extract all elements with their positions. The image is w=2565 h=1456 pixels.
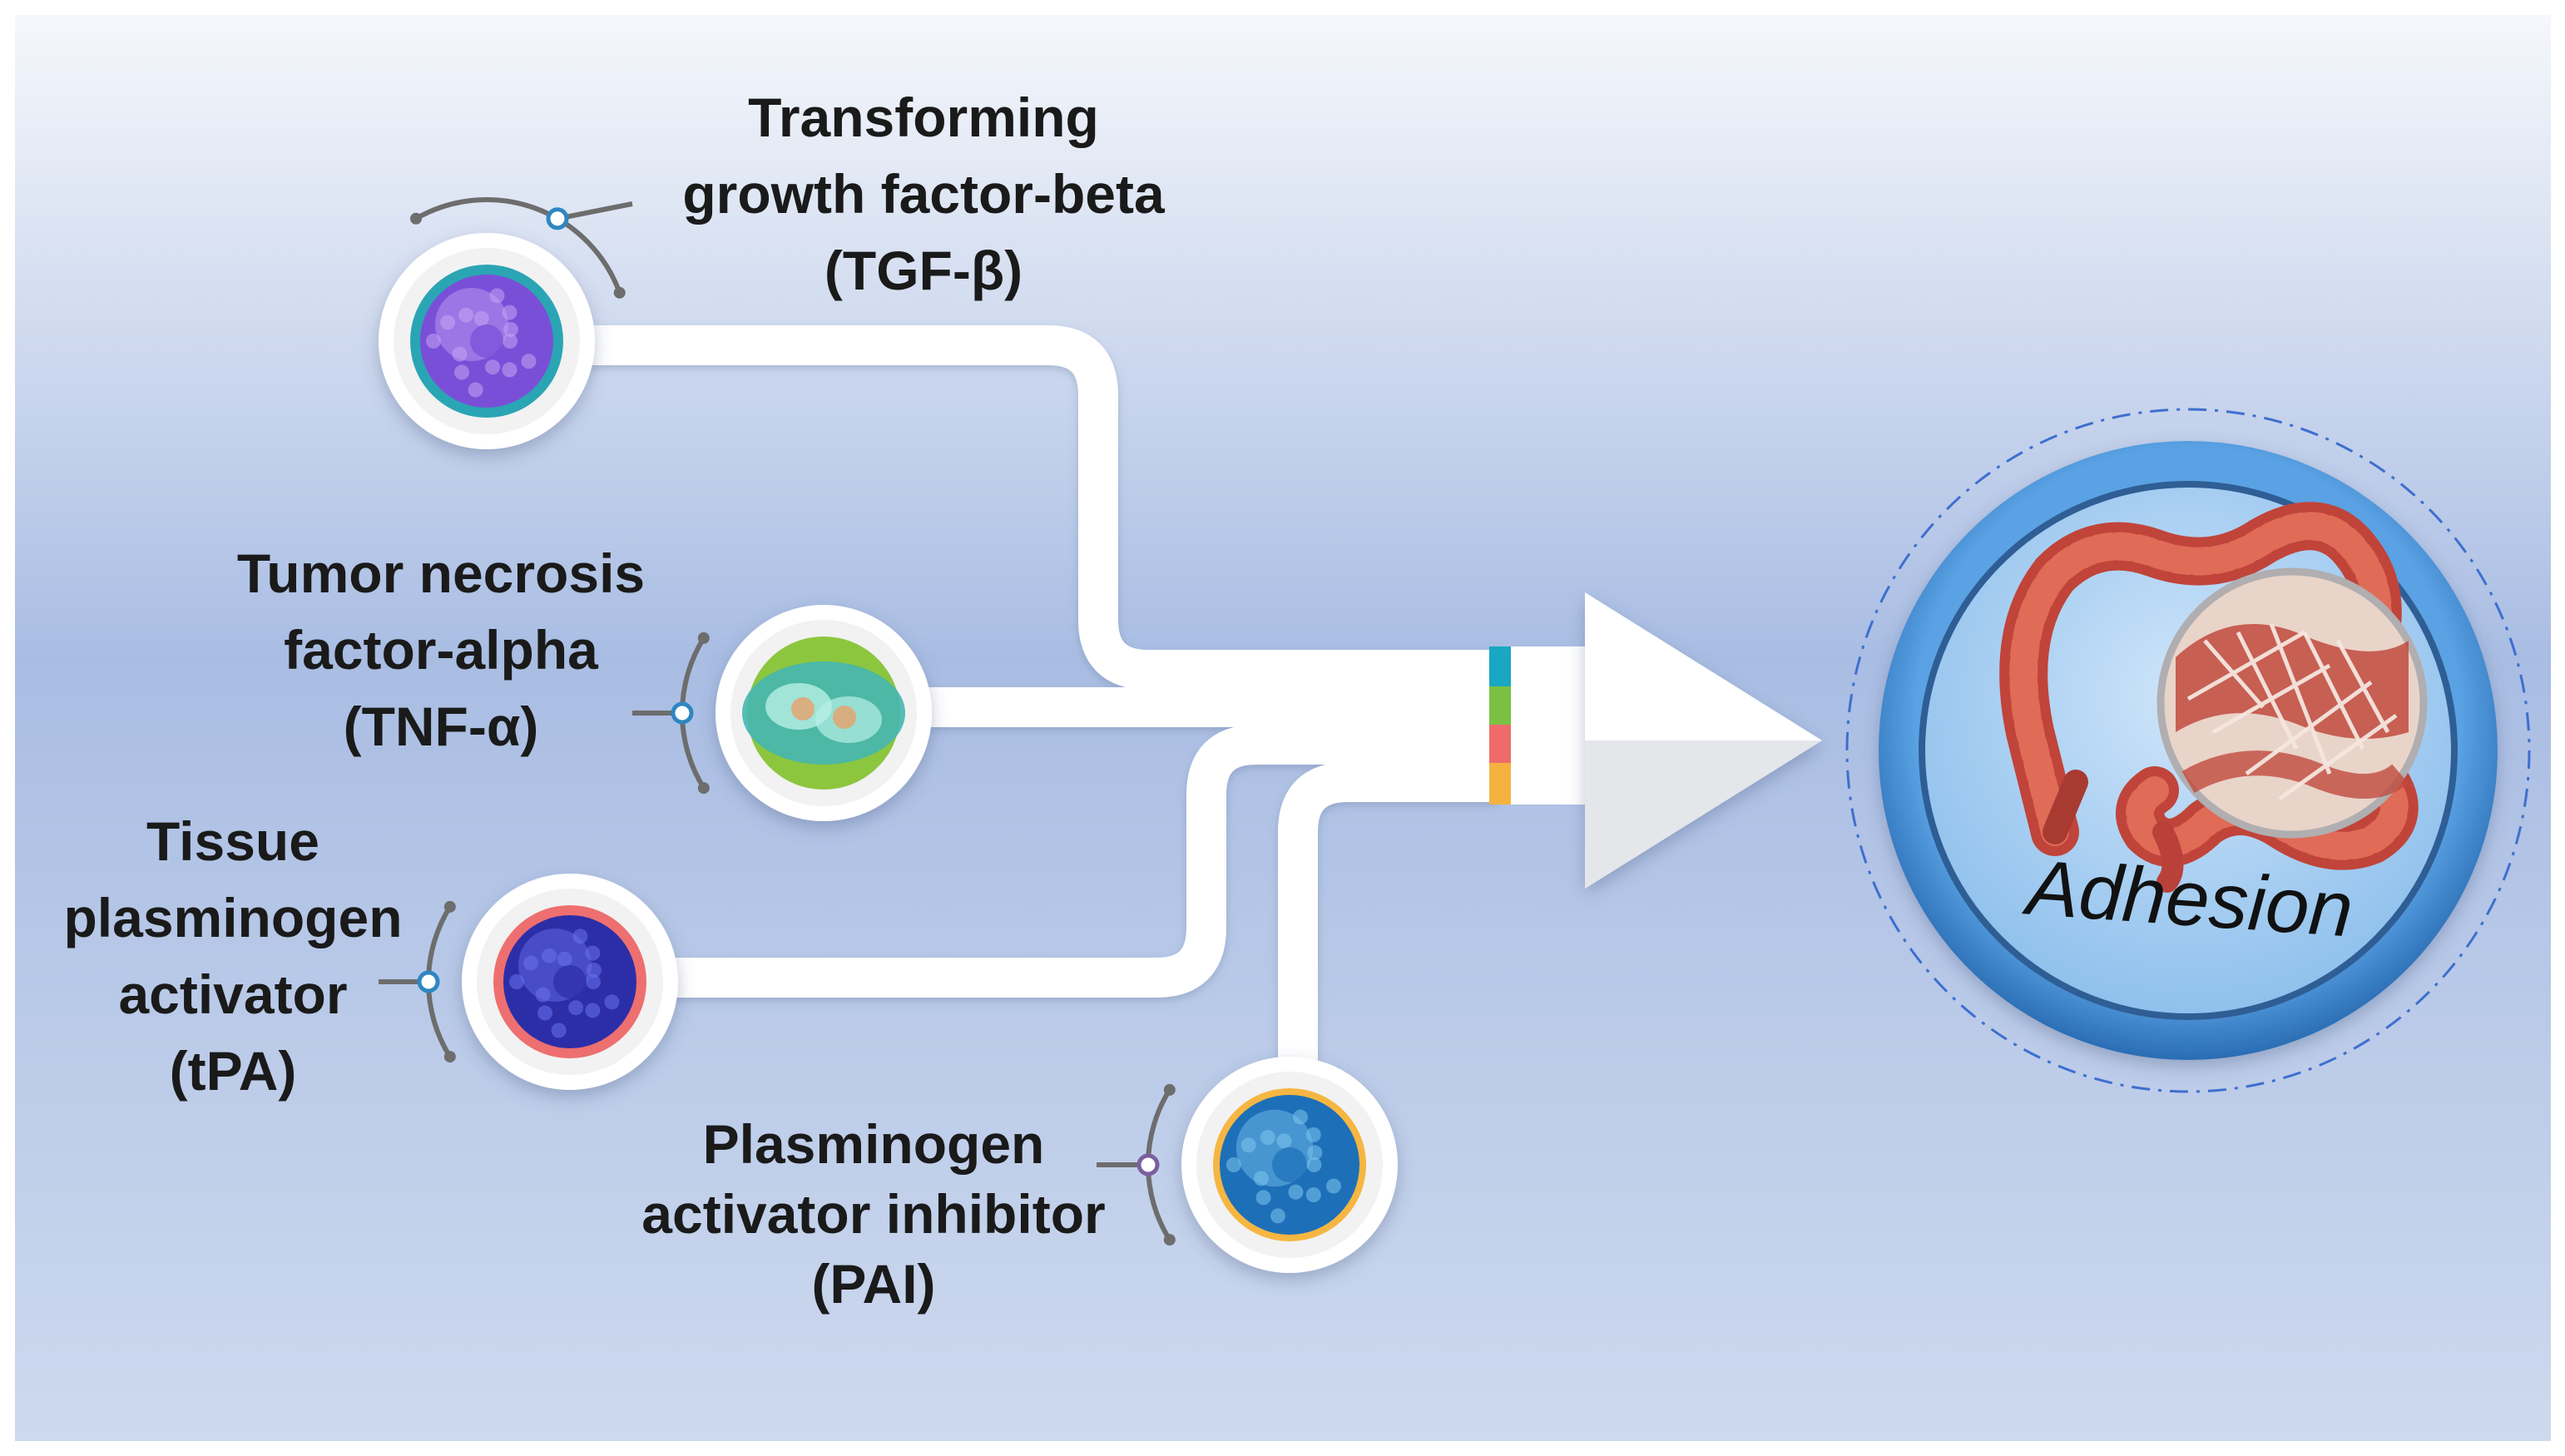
stripe-tgf xyxy=(1489,646,1511,686)
label-line: Plasminogen xyxy=(702,1113,1045,1175)
bracket-connector-dot xyxy=(671,701,694,725)
label-line: activator xyxy=(118,963,348,1025)
factor-label-pai: Plasminogen activator inhibitor (PAI) xyxy=(607,1109,1140,1319)
label-line: growth factor-beta xyxy=(682,163,1165,225)
label-line: (TGF-β) xyxy=(824,240,1023,301)
bracket-connector-dot xyxy=(417,970,440,993)
bracket-end-dot xyxy=(613,286,626,299)
stripe-tnf xyxy=(1489,686,1511,725)
factor-label-tnf: Tumor necrosis factor-alpha (TNF-α) xyxy=(166,535,716,765)
label-line: (TNF-α) xyxy=(343,696,539,757)
bracket-end-dot xyxy=(1163,1234,1176,1246)
bracket-tail xyxy=(557,201,633,221)
label-line: plasminogen xyxy=(63,887,403,948)
cell-icon xyxy=(742,661,905,765)
label-line: (tPA) xyxy=(169,1040,297,1102)
bracket-connector-dot xyxy=(546,207,569,230)
bracket-end-dot xyxy=(697,782,710,795)
cell-icon xyxy=(420,275,553,408)
bracket-end-dot xyxy=(1163,1083,1176,1096)
label-line: activator inhibitor xyxy=(641,1183,1106,1245)
label-line: (PAI) xyxy=(811,1253,936,1315)
label-line: Tissue xyxy=(146,810,319,872)
connector-bar xyxy=(1511,646,1587,805)
factor-node-pai xyxy=(1097,1057,1398,1273)
pathway-tgf xyxy=(549,325,1498,690)
cell-icon xyxy=(1220,1095,1359,1235)
cell-icon xyxy=(503,915,636,1048)
bracket-end-dot xyxy=(443,900,456,913)
stripe-pai xyxy=(1489,763,1511,805)
bracket-end-dot xyxy=(443,1051,456,1063)
magnified-adhesion xyxy=(2156,567,2428,839)
bracket-end-dot xyxy=(410,212,422,225)
arrow-head xyxy=(1585,592,1822,889)
factor-label-tpa: Tissue plasminogen activator (tPA) xyxy=(17,803,449,1109)
outcome-dashed-orbit xyxy=(1845,408,2531,1093)
label-line: Tumor necrosis xyxy=(236,542,646,604)
label-line: Transforming xyxy=(748,87,1099,148)
pathway-tpa xyxy=(616,725,1498,998)
factor-node-tnf xyxy=(632,605,932,821)
factor-label-tgf: Transforming growth factor-beta (TGF-β) xyxy=(632,79,1215,309)
bracket-arc xyxy=(414,197,622,294)
pathway-pai xyxy=(1278,762,1498,1073)
label-line: factor-alpha xyxy=(284,619,598,681)
outcome-node: Adhesion xyxy=(1845,408,2531,1093)
bracket-end-dot xyxy=(697,631,710,644)
bracket-connector-dot xyxy=(1136,1153,1160,1176)
factor-node-tgf xyxy=(379,197,633,449)
factor-node-tpa xyxy=(379,874,678,1090)
pathways xyxy=(549,325,1498,1073)
stripe-tpa xyxy=(1489,725,1511,763)
